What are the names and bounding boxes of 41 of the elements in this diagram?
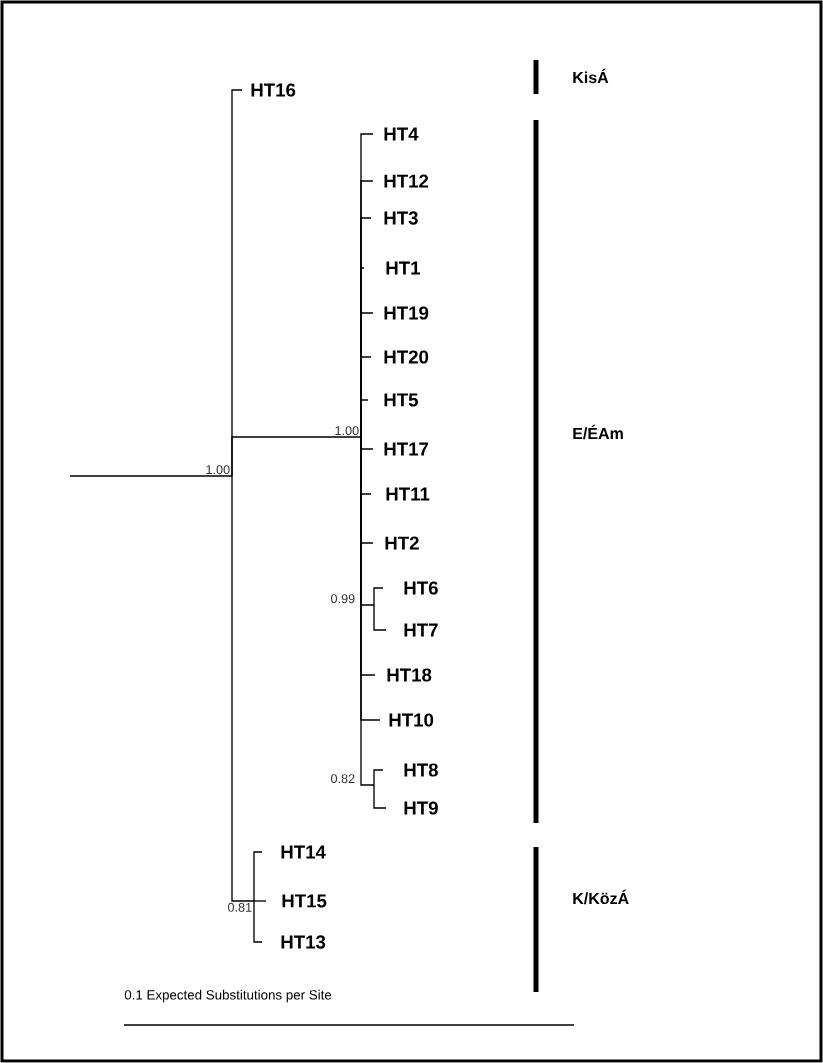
clade-label: E/ÉAm	[573, 424, 623, 440]
scale-label: 0.1 Expected Substitutions per Site	[124, 989, 332, 1003]
tree-branch	[360, 399, 369, 438]
support-value: 1.00	[335, 426, 359, 436]
taxon-label: HT19	[384, 306, 429, 320]
tree-branch	[360, 436, 375, 786]
taxon-label: HT3	[384, 211, 418, 225]
taxon-label: HT20	[384, 350, 429, 364]
taxon-label: HT15	[282, 894, 327, 908]
taxon-label: HT12	[384, 174, 429, 188]
support-value: 0.99	[331, 594, 355, 604]
tree-branch	[253, 900, 267, 902]
support-value: 0.82	[331, 774, 355, 784]
taxon-label: HT7	[404, 623, 438, 637]
taxon-label: HT4	[384, 127, 419, 141]
taxon-label: HT2	[385, 536, 419, 550]
taxon-label: HT8	[404, 763, 438, 777]
taxon-label: HT1	[386, 261, 420, 275]
tree-branch	[253, 851, 263, 902]
taxon-label: HT18	[387, 668, 432, 682]
tree-branch	[373, 769, 384, 786]
taxon-label: HT6	[404, 581, 438, 595]
tree-branch	[373, 784, 387, 809]
support-value: 1.00	[206, 465, 230, 475]
tree-branch	[253, 900, 263, 943]
taxon-label: HT5	[384, 393, 418, 407]
tree-branch	[373, 604, 387, 631]
tree-branch	[69, 475, 233, 477]
tree-branch	[231, 475, 255, 902]
taxon-label: HT17	[384, 442, 429, 456]
support-value: 0.81	[228, 902, 252, 912]
taxon-label: HT14	[281, 845, 326, 859]
taxon-label: HT13	[281, 935, 326, 949]
tree-branch	[231, 436, 362, 477]
tree-branch	[373, 587, 384, 606]
taxon-label: HT16	[251, 83, 296, 97]
clade-label: K/KözÁ	[573, 889, 629, 905]
taxon-label: HT10	[389, 713, 434, 727]
taxon-label: HT11	[386, 487, 430, 501]
clade-label: KisÁ	[573, 68, 609, 84]
taxon-label: HT9	[404, 801, 438, 815]
